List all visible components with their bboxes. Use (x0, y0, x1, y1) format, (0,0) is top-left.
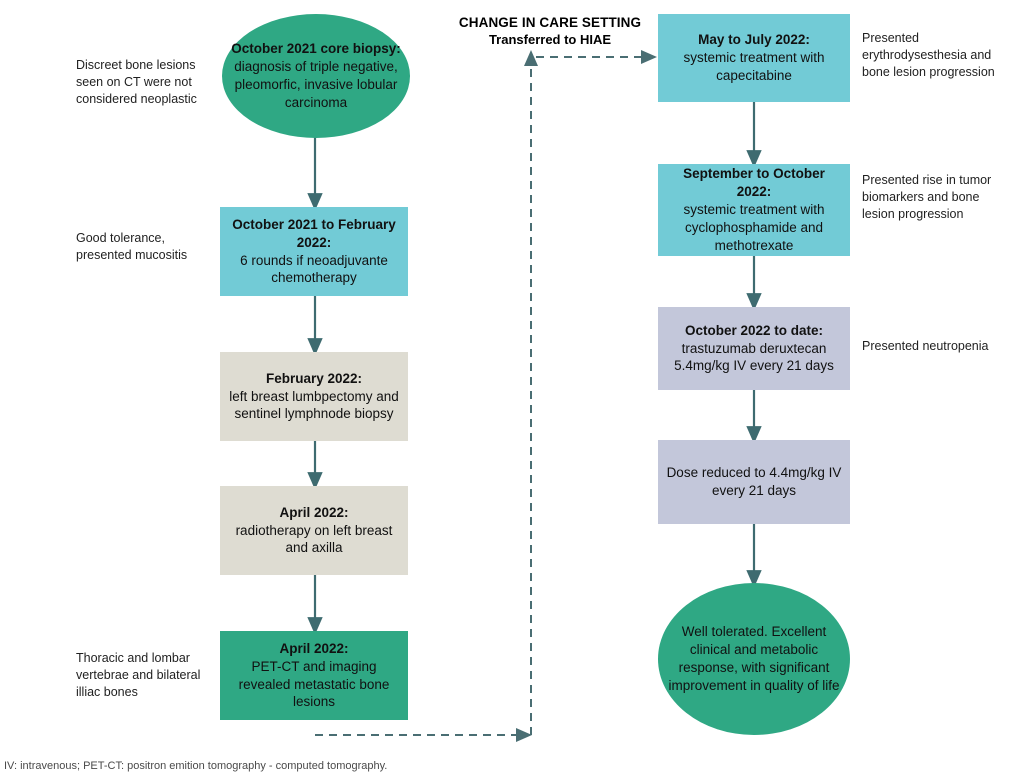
node-pet-ct-body: PET-CT and imaging revealed metastatic b… (238, 658, 390, 710)
node-capecitabine-heading: May to July 2022: (698, 32, 810, 48)
note-ct-lesions: Discreet bone lesions seen on CT were no… (76, 58, 197, 106)
node-neoadjuvant-chemo-heading: October 2021 to February 2022: (232, 216, 396, 250)
node-outcome[interactable]: Well tolerated. Excellent clinical and m… (658, 583, 850, 735)
node-core-biopsy-body: diagnosis of triple negative, pleomorfic… (234, 59, 398, 110)
node-neoadjuvant-chemo-body: 6 rounds if neoadjuvante chemotherapy (240, 252, 388, 286)
transfer-label: CHANGE IN CARE SETTING Transferred to HI… (430, 15, 670, 47)
node-core-biopsy[interactable]: October 2021 core biopsy: diagnosis of t… (222, 14, 410, 138)
node-dose-reduced-body: Dose reduced to 4.4mg/kg IV every 21 day… (666, 465, 842, 498)
node-cyclophosphamide-methotrexate-body: systemic treatment with cyclophosphamide… (683, 202, 825, 253)
node-outcome-body: Well tolerated. Excellent clinical and m… (668, 624, 840, 693)
node-radiotherapy[interactable]: April 2022: radiotherapy on left breast … (220, 486, 408, 575)
note-neutropenia: Presented neutropenia (862, 339, 989, 353)
node-cyclophosphamide-methotrexate[interactable]: September to October 2022: systemic trea… (658, 164, 850, 256)
node-pet-ct[interactable]: April 2022: PET-CT and imaging revealed … (220, 631, 408, 720)
note-erythrodysesthesia: Presented erythrodysesthesia and bone le… (862, 31, 995, 79)
note-biomarkers: Presented rise in tumor biomarkers and b… (862, 173, 992, 221)
node-radiotherapy-heading: April 2022: (279, 504, 349, 520)
node-dose-reduced[interactable]: Dose reduced to 4.4mg/kg IV every 21 day… (658, 440, 850, 524)
note-bones: Thoracic and lombar vertebrae and bilate… (76, 651, 201, 699)
transfer-label-line1: CHANGE IN CARE SETTING (458, 15, 642, 30)
node-core-biopsy-heading: October 2021 core biopsy: (231, 41, 401, 57)
node-trastuzumab-deruxtecan-heading: October 2022 to date: (684, 322, 824, 338)
node-neoadjuvant-chemo[interactable]: October 2021 to February 2022: 6 rounds … (220, 207, 408, 296)
node-trastuzumab-deruxtecan[interactable]: October 2022 to date: trastuzumab deruxt… (658, 307, 850, 390)
transfer-label-line2: Transferred to HIAE (488, 32, 612, 47)
node-cyclophosphamide-methotrexate-heading: September to October 2022: (683, 166, 825, 200)
node-pet-ct-heading: April 2022: (279, 640, 349, 656)
node-lumpectomy-body: left breast lumbpectomy and sentinel lym… (229, 388, 399, 422)
node-capecitabine-body: systemic treatment with capecitabine (683, 50, 825, 83)
node-trastuzumab-deruxtecan-body: trastuzumab deruxtecan 5.4mg/kg IV every… (674, 340, 834, 374)
figure-footnote: IV: intravenous; PET-CT: positron emitio… (4, 760, 388, 772)
node-lumpectomy[interactable]: February 2022: left breast lumbpectomy a… (220, 352, 408, 441)
node-radiotherapy-body: radiotherapy on left breast and axilla (235, 522, 393, 556)
note-tolerance: Good tolerance, presented mucositis (76, 231, 188, 262)
node-lumpectomy-heading: February 2022: (265, 370, 363, 386)
node-capecitabine[interactable]: May to July 2022: systemic treatment wit… (658, 14, 850, 102)
